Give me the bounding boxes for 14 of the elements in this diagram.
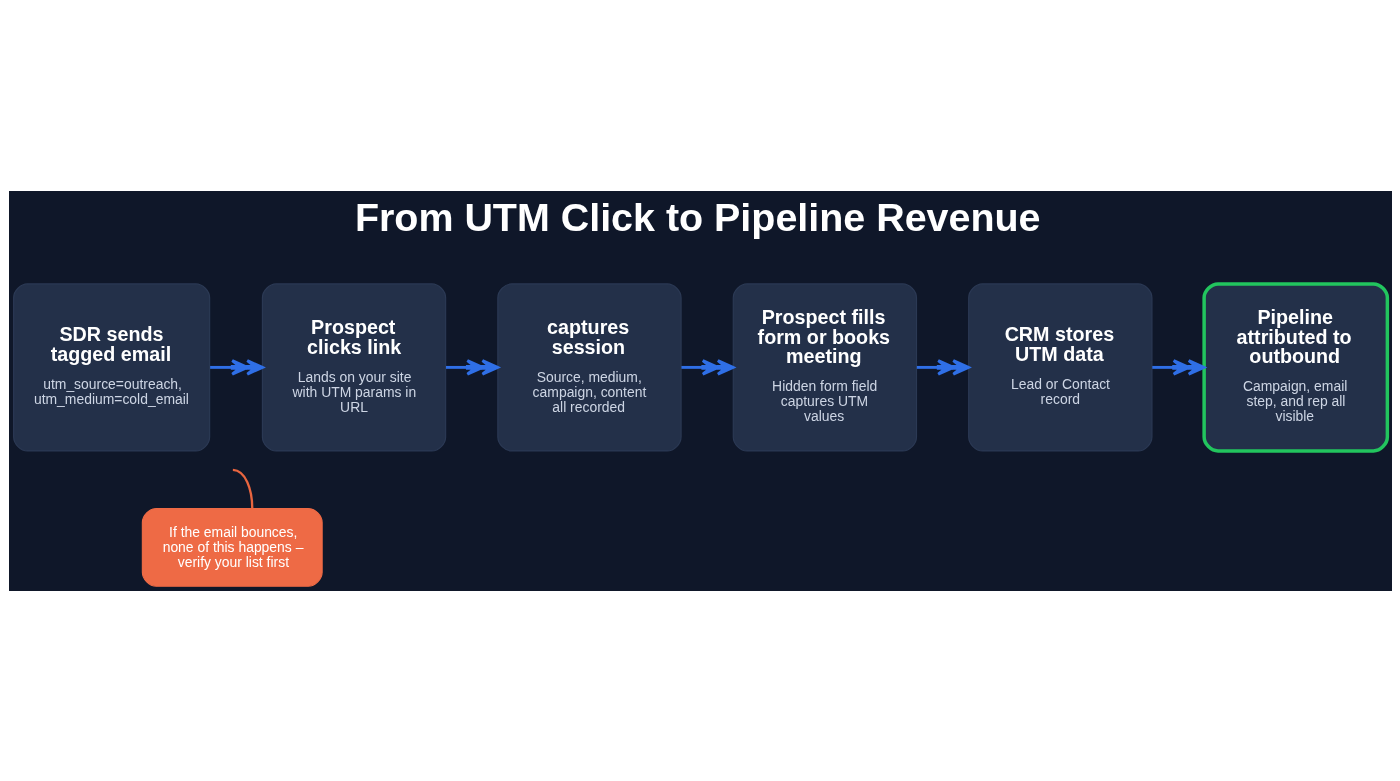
node-box: Prospect clicks link Lands on your site with UTM params in URL (261, 282, 446, 451)
arrow (445, 358, 499, 376)
diagram-title: From UTM Click to Pipeline Revenue (354, 194, 1041, 239)
arrow (680, 358, 734, 376)
node-box: Prospect fills form or books meeting Hidden form field captures UTM values (732, 282, 917, 451)
arrow (209, 358, 264, 376)
node-box: If the email bounces, none of this happens – verify your list first (141, 507, 323, 587)
arrow (916, 358, 970, 376)
node-box: SDR sends tagged email utm_source=outreach, utm_medium=cold_email (12, 282, 210, 451)
connector (232, 468, 253, 508)
arrow (1151, 358, 1205, 376)
node-box: CRM stores UTM data Lead or Contact record (967, 282, 1152, 451)
node-box: captures session Source, medium, campaign, content all recorded (496, 282, 682, 451)
node-box: Pipeline attributed to outbound Campaign, email step, and rep all visible (1201, 281, 1389, 453)
